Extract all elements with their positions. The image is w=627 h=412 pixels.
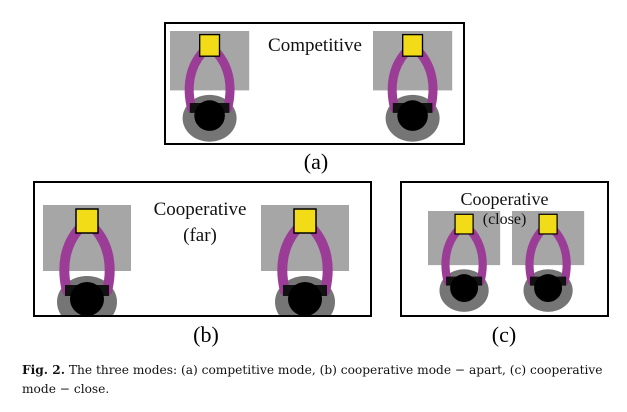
figure-caption: Fig. 2. The three modes: (a) competitive… [22,361,622,399]
panel-c-figures [428,211,585,312]
panel-competitive: Competitive [164,22,465,145]
panel-b-title-line2: (far) [183,225,217,246]
head-icon [397,100,428,131]
panel-a-figures [170,31,453,142]
player-figure [261,205,349,315]
panel-b-label: (b) [193,322,219,347]
head-icon [288,282,322,315]
player-figure [428,211,501,312]
tablet-icon [454,213,474,235]
panel-b-figures [43,205,349,315]
head-icon [450,274,479,303]
panel-a-title: Competitive [268,35,362,56]
tablet-icon [199,33,221,57]
player-figure [170,31,250,142]
tablet-icon [402,33,424,57]
head-icon [70,282,104,315]
panel-c-title-line1: Cooperative [460,189,549,209]
player-figure [512,211,585,312]
panel-a-label: (a) [303,149,329,174]
figure-label: Fig. 2. [22,363,66,377]
panel-c-title-line2: (close) [482,211,527,228]
player-figure [373,31,453,142]
tablet-icon [538,213,558,235]
panel-b-title-line1: Cooperative [153,199,247,220]
panel-cooperative-close: Cooperative (close) [400,181,609,317]
tablet-icon [293,208,317,234]
panel-c-label: (c) [491,322,517,347]
head-icon [534,274,563,303]
panel-cooperative-far: Cooperative (far) [33,181,372,317]
tablet-icon [75,208,99,234]
head-icon [194,100,225,131]
caption-text: The three modes: (a) competitive mode, (… [22,363,603,396]
player-figure [43,205,131,315]
